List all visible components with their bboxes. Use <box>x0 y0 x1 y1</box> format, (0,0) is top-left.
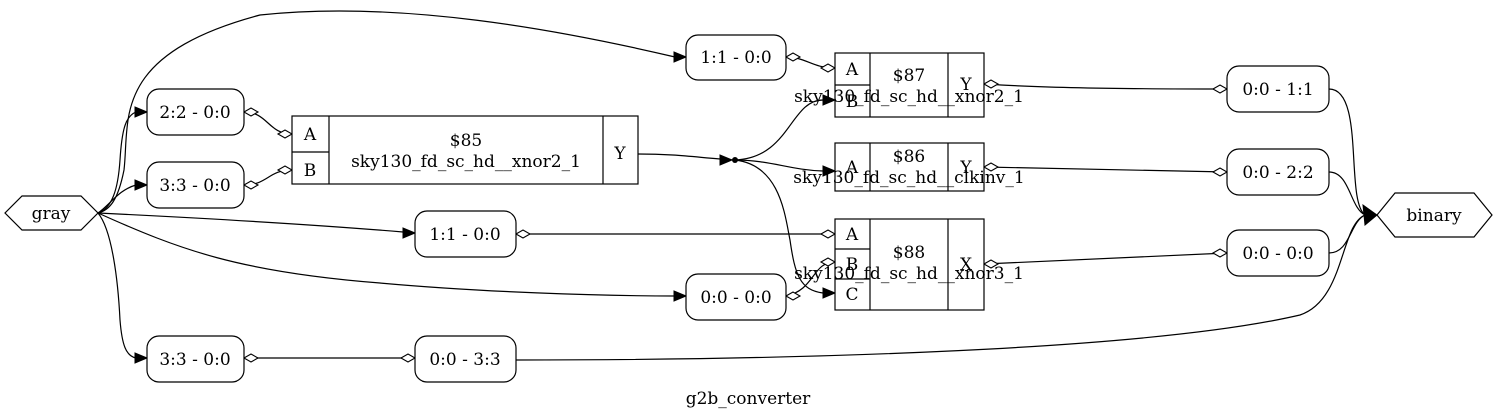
edges <box>97 10 1366 361</box>
arrowheads <box>134 51 1378 364</box>
diamond-c86-y-out <box>982 162 1000 172</box>
diamond-c85-b-in <box>276 165 294 175</box>
slice-box-s6[interactable]: 3:3 - 0:0 <box>146 335 245 383</box>
cell-85-id: $85 <box>450 131 482 151</box>
cell-87-type: sky130_fd_sc_hd__xnor2_1 <box>794 87 1024 107</box>
diamond-o1-in <box>1211 84 1229 94</box>
cell-88-id: $88 <box>893 243 925 263</box>
arrowhead-slice-0-0 <box>673 290 688 302</box>
arrowhead-slice-2-2 <box>134 106 149 118</box>
cell-87[interactable]: A B $87 sky130_fd_sc_hd__xnor2_1 Y <box>794 52 1024 118</box>
diamond-s4-out <box>514 229 532 239</box>
slice-label-s2: 3:3 - 0:0 <box>159 176 230 196</box>
edge-c88-x-to-o3 <box>983 252 1228 265</box>
cell-85-port-a: A <box>303 125 317 145</box>
arrowhead-c87-b <box>822 94 837 106</box>
cell-86[interactable]: A $86 sky130_fd_sc_hd__clkinv_1 Y <box>793 142 1025 192</box>
diamond-s5-out <box>784 291 802 301</box>
slice-label-s4: 1:1 - 0:0 <box>429 225 500 245</box>
edge-o2-to-binary <box>1328 171 1366 216</box>
slice-label-o3: 0:0 - 0:0 <box>1242 244 1313 264</box>
arrowhead-c86-a <box>822 165 837 177</box>
edge-junction-to-c88-c <box>734 159 824 294</box>
edge-gray-to-slice-1-1-mid <box>97 212 404 233</box>
slice-box-s3[interactable]: 1:1 - 0:0 <box>685 34 787 81</box>
input-port-gray[interactable]: gray <box>4 195 99 231</box>
diamond-o3-in <box>1211 248 1229 258</box>
output-port-label: binary <box>1406 206 1462 226</box>
diamond-c88-x-out <box>982 259 1000 269</box>
edge-gray-to-slice-0-0 <box>97 212 676 297</box>
arrowhead-slice-3-3-bottom <box>134 352 149 364</box>
cell-88-port-a: A <box>845 225 859 245</box>
cell-87-port-a: A <box>845 60 859 80</box>
slice-label-s3: 1:1 - 0:0 <box>700 48 771 68</box>
slice-label-s7: 0:0 - 3:3 <box>429 350 500 370</box>
slice-box-o2[interactable]: 0:0 - 2:2 <box>1226 148 1330 196</box>
edge-gray-to-slice-3-3-bottom <box>97 212 137 359</box>
diamond-s6-out <box>242 353 260 363</box>
cell-87-port-b: B <box>846 92 859 112</box>
input-port-label: gray <box>32 204 71 224</box>
edge-gray-to-slice-1-1-top <box>97 10 676 214</box>
arrowhead-slice-3-3 <box>134 179 149 191</box>
cell-88-port-b: B <box>846 255 859 275</box>
cell-88-type: sky130_fd_sc_hd__xnor3_1 <box>794 264 1024 284</box>
edge-c86-y-to-o2 <box>983 166 1228 173</box>
slice-box-s2[interactable]: 3:3 - 0:0 <box>146 161 245 209</box>
output-port-binary[interactable]: binary <box>1376 192 1493 238</box>
slice-label-s5: 0:0 - 0:0 <box>700 288 771 308</box>
slice-box-s7[interactable]: 0:0 - 3:3 <box>414 335 517 383</box>
edge-gray-to-slice-2-2 <box>97 111 137 214</box>
diamond-c88-a-in <box>819 229 837 239</box>
cell-85-port-y: Y <box>613 144 626 164</box>
diagram-title: g2b_converter <box>686 389 811 409</box>
arrowhead-junction <box>719 154 734 166</box>
slice-box-o1[interactable]: 0:0 - 1:1 <box>1226 65 1330 113</box>
cell-86-port-a: A <box>845 158 859 178</box>
arrowhead-binary <box>1362 203 1378 226</box>
junction-dot <box>732 157 738 163</box>
slice-box-s5[interactable]: 0:0 - 0:0 <box>685 273 787 321</box>
arrowhead-slice-1-1-mid <box>402 227 417 239</box>
cell-87-port-y: Y <box>959 75 972 95</box>
arrowhead-c88-c <box>822 287 837 299</box>
edge-junction-to-c86-a <box>734 159 824 172</box>
slice-box-s1[interactable]: 2:2 - 0:0 <box>146 88 245 136</box>
edge-s7-to-binary <box>515 214 1366 361</box>
diamond-s3-out <box>784 52 802 62</box>
edge-junction-to-c87-b <box>734 99 824 161</box>
cell-87-id: $87 <box>893 66 925 86</box>
slice-label-o2: 0:0 - 2:2 <box>1242 163 1313 183</box>
diamond-s7-in <box>399 353 417 363</box>
cell-88-port-x: X <box>960 255 973 275</box>
cell-86-port-y: Y <box>959 158 972 178</box>
edge-gray-to-slice-3-3 <box>97 184 137 214</box>
slice-label-s6: 3:3 - 0:0 <box>159 350 230 370</box>
diamond-o2-in <box>1211 167 1229 177</box>
slice-label-o1: 0:0 - 1:1 <box>1242 80 1313 100</box>
cell-86-type: sky130_fd_sc_hd__clkinv_1 <box>793 168 1024 188</box>
arrowhead-slice-1-1-top <box>673 51 688 63</box>
cell-88[interactable]: A B C $88 sky130_fd_sc_hd__xnor3_1 X <box>794 218 1024 311</box>
diamond-s2-out <box>242 180 260 190</box>
cell-88-port-c: C <box>845 285 858 305</box>
cell-85-type: sky130_fd_sc_hd__xnor2_1 <box>351 152 581 172</box>
diamond-c87-y-out <box>982 79 1000 89</box>
cell-85[interactable]: A B $85 sky130_fd_sc_hd__xnor2_1 Y <box>291 115 639 185</box>
diamond-c87-a-in <box>819 63 837 73</box>
cell-85-port-b: B <box>304 161 317 181</box>
slice-box-s4[interactable]: 1:1 - 0:0 <box>414 210 517 258</box>
diamond-s1-out <box>242 107 260 117</box>
edge-o1-to-binary <box>1328 88 1366 216</box>
slice-box-o3[interactable]: 0:0 - 0:0 <box>1226 229 1330 277</box>
cell-86-id: $86 <box>893 147 925 167</box>
slice-label-s1: 2:2 - 0:0 <box>159 103 230 123</box>
edge-o3-to-binary <box>1328 214 1366 254</box>
